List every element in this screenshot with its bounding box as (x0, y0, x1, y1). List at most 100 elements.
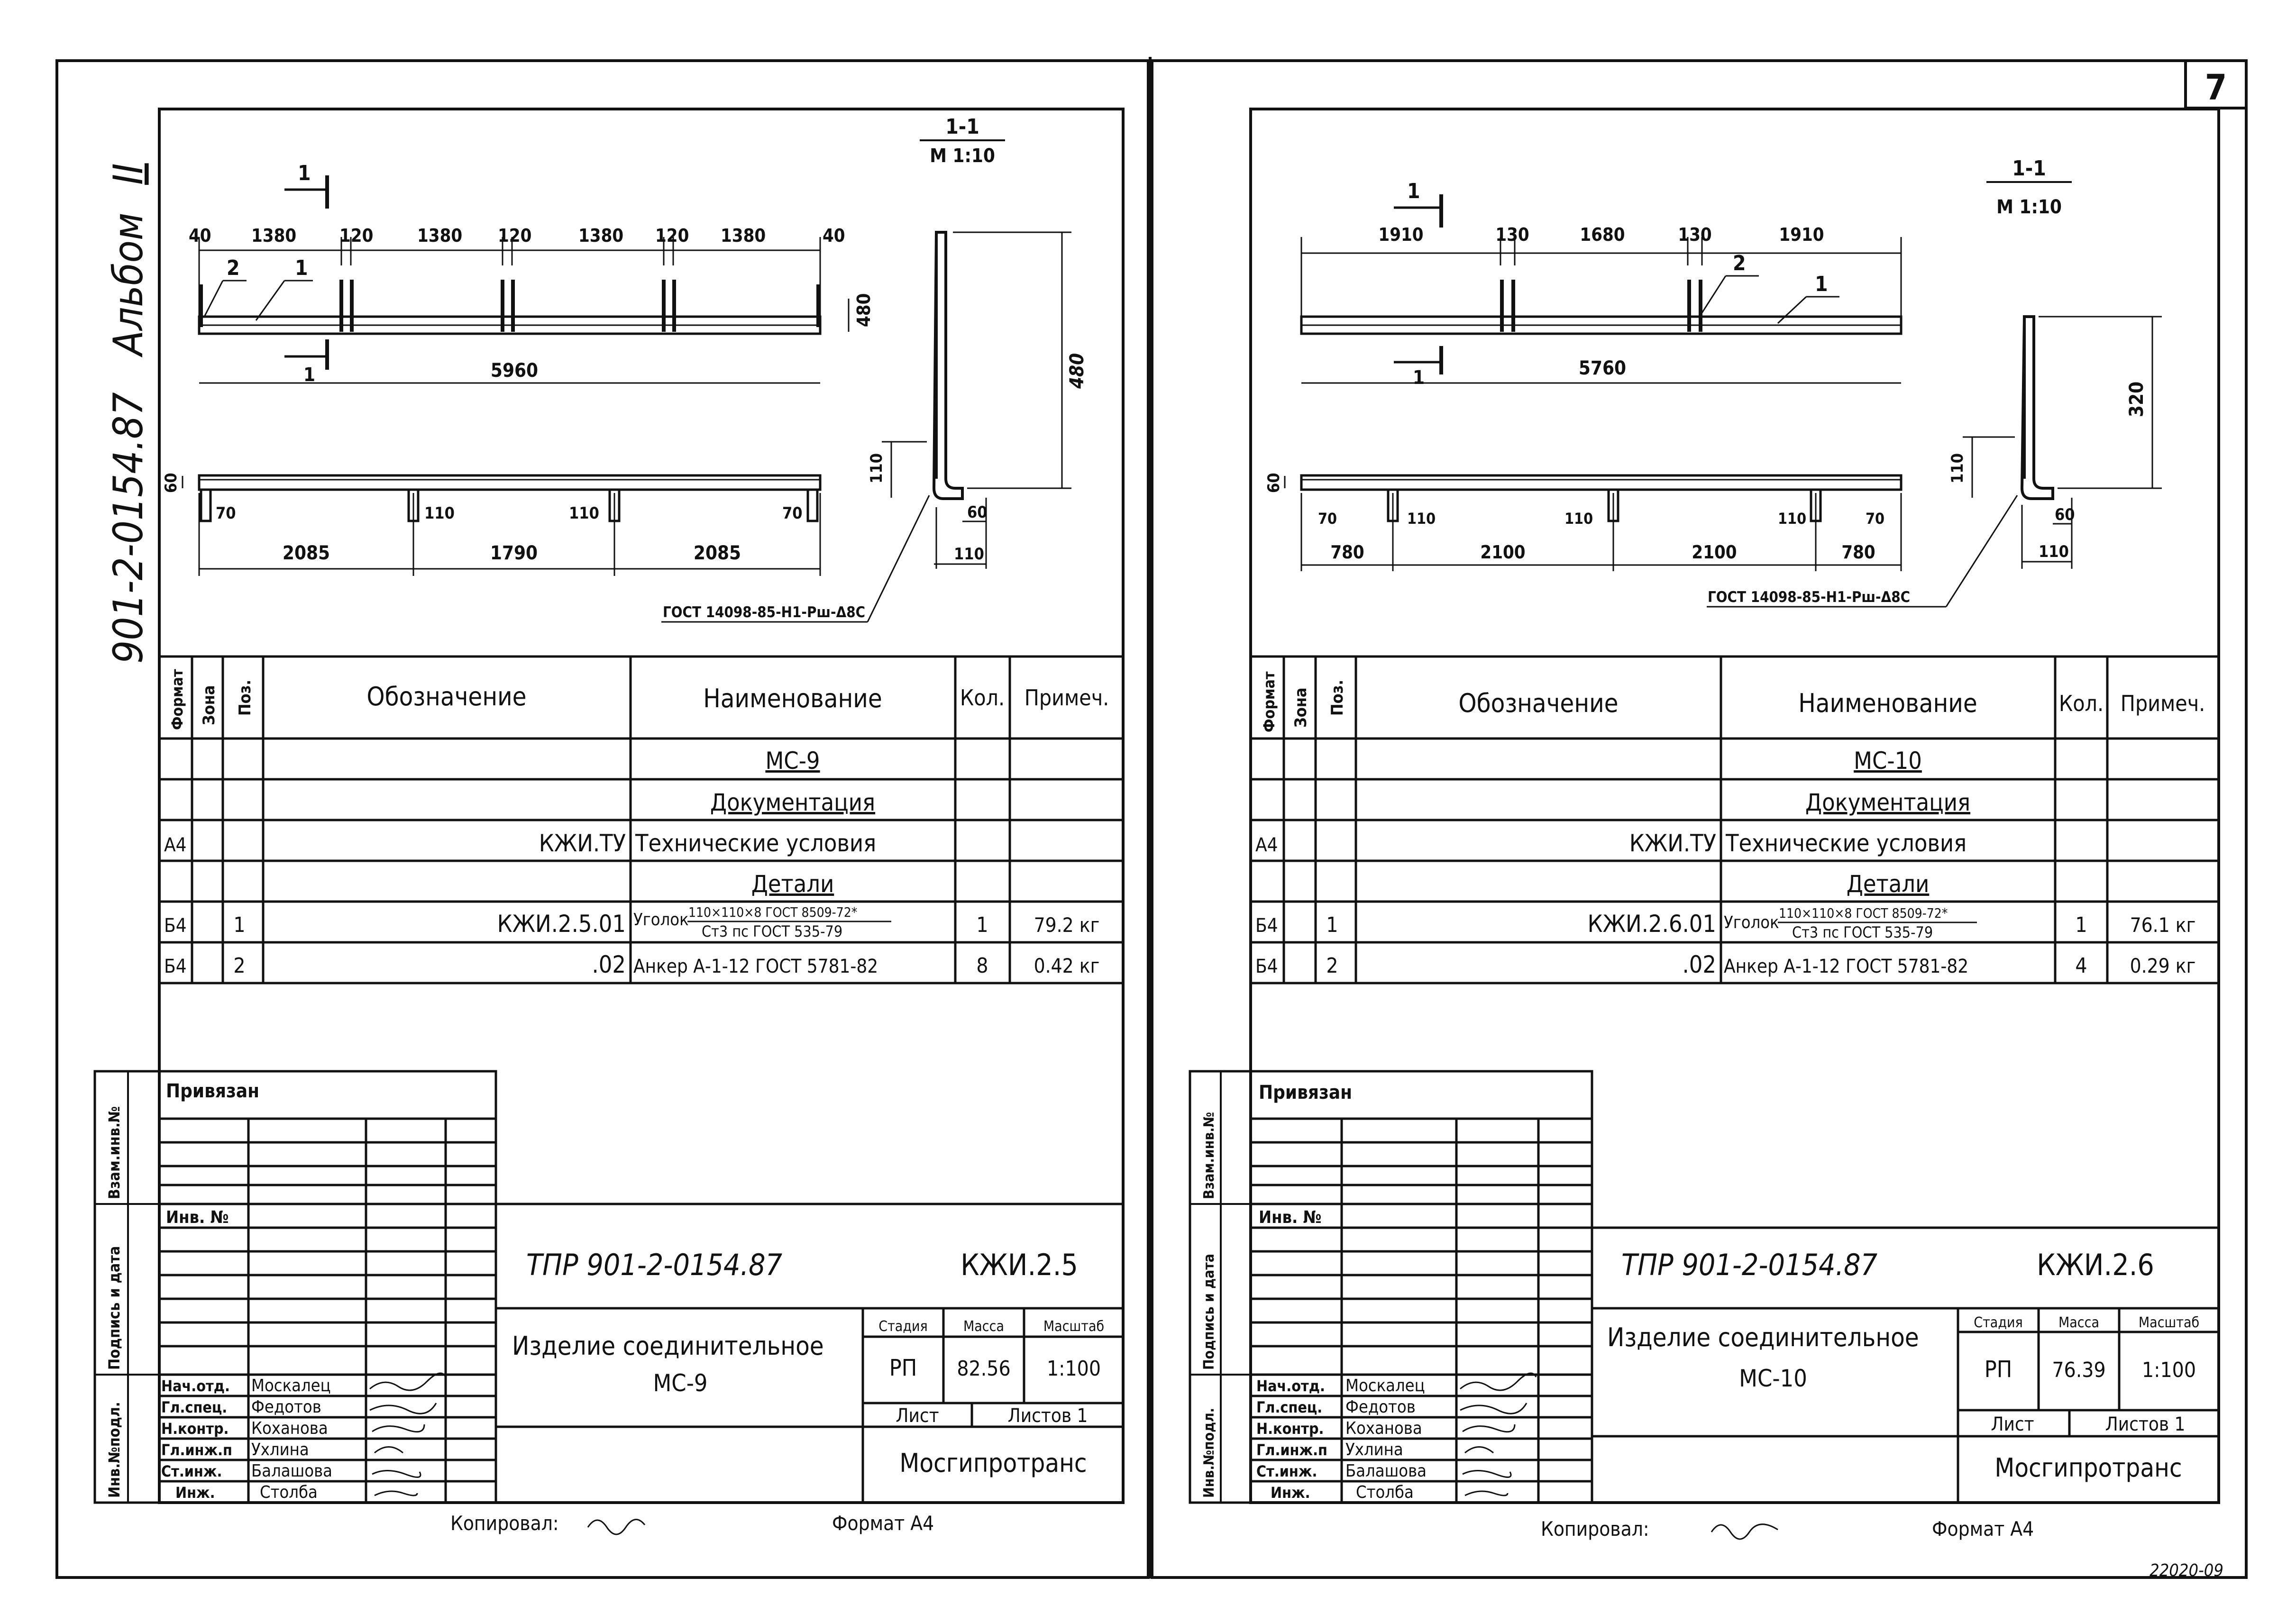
row2-name-r: Анкер А-1-12 ГОСТ 5781-82 (1724, 956, 1968, 977)
tb-role-4: Гл.инж.п (161, 1441, 232, 1459)
tb-format: Формат А4 (832, 1512, 934, 1535)
tb-scale-label-r: Масштаб (2139, 1314, 2199, 1331)
anchors-plan-r (1500, 280, 1702, 332)
row-docs-format: А4 (164, 834, 187, 856)
page-number: 7 (2205, 67, 2227, 108)
th-designation: Обозначение (366, 682, 526, 711)
row2-designation: .02 (592, 951, 626, 978)
plan-dim-5: 120 (498, 225, 531, 246)
tb-inv-no: Инв. № (166, 1208, 229, 1227)
th-designation-r: Обозначение (1458, 688, 1618, 718)
angle-elev-body (198, 474, 822, 491)
plan-dim-9: 40 (823, 225, 845, 246)
tb-linked: Привязан (166, 1080, 259, 1102)
weld-leader-r (1945, 495, 2018, 607)
plan-dim-4: 1380 (417, 225, 462, 246)
section-view-mc10: 320 110 60 110 ГОСТ 14098-85-Н1-Рш-Δ8С (1707, 315, 2162, 608)
plan-height-value: 480 (853, 293, 874, 327)
row1-name-top-r: 110×110×8 ГОСТ 8509-72* (1779, 905, 1948, 921)
archive-stamp: 22020-09 (2150, 1561, 2223, 1580)
section-label-mc10: 1-1 (2012, 156, 2046, 181)
overall-length-value: 5960 (491, 360, 538, 382)
tb-role-1: Нач.отд. (161, 1377, 230, 1395)
tb-sheet-code-r: КЖИ.2.6 (2037, 1248, 2154, 1282)
tb-role-r-6: Инж. (1271, 1484, 1310, 1502)
row1-pos-r: 1 (1326, 913, 1338, 937)
row-docs-designation: КЖИ.ТУ (539, 830, 626, 857)
plan-view-mc9: 1 40 1380 120 1380 120 1380 120 1380 40 … (189, 161, 874, 386)
plan-dim-6: 1380 (578, 225, 623, 246)
tb-name-r-3: Коханова (1345, 1419, 1422, 1438)
row1-format-r: Б4 (1255, 915, 1278, 937)
tb-role-r-5: Ст.инж. (1256, 1462, 1317, 1480)
elev-top-dim-r-5: 70 (1866, 510, 1884, 528)
tb-inv-no-r: Инв. № (1259, 1208, 1322, 1227)
tb-stage-label-r: Стадия (1974, 1314, 2023, 1331)
elev-ext-lines-r (1300, 493, 1902, 571)
row2-qty: 8 (976, 954, 988, 978)
inner-frame-mc10 (1249, 108, 2220, 1504)
weld-leader (867, 495, 930, 622)
tb-mass-label: Масса (963, 1318, 1004, 1335)
th-pos-r: Поз. (1328, 680, 1347, 716)
copied-signature-r (1711, 1523, 1778, 1540)
elev-bottom-dim-r-1: 780 (1330, 542, 1364, 563)
tb-role-6: Инж. (175, 1484, 215, 1502)
side-strip-replace-r: Взам.инв.№ (1201, 1112, 1217, 1199)
row1-name-top: 110×110×8 ГОСТ 8509-72* (688, 904, 857, 920)
spec-grid (159, 655, 1123, 985)
tb-sheet-label-r: Лист (1991, 1413, 2034, 1435)
row1-name-prefix-r: Уголок (1724, 913, 1779, 932)
tb-role-r-3: Н.контр. (1256, 1420, 1324, 1438)
row1-name-bottom-r: Ст3 пс ГОСТ 535-79 (1792, 923, 1933, 941)
plan-dim-r-4: 130 (1678, 224, 1711, 245)
plan-dim-r-1: 1910 (1378, 224, 1423, 245)
section-width-b: 110 (954, 545, 984, 564)
row1-pos: 1 (233, 913, 245, 937)
th-zone-r: Зона (1291, 687, 1310, 728)
tb-org-r: Мосгипротранс (1994, 1453, 2182, 1483)
plan-dim-1: 40 (189, 225, 211, 246)
tb-name-3: Коханова (251, 1419, 328, 1438)
tb-scale-label: Масштаб (1043, 1318, 1104, 1335)
elev-top-dim-1: 70 (216, 504, 236, 523)
side-strip-sign-r: Подпись и дата (1201, 1254, 1217, 1370)
cut-mark-bottom: 1 (303, 364, 315, 386)
th-note: Примеч. (1025, 685, 1109, 711)
section-angle-shape (932, 231, 964, 500)
callout-r-2-leader (1701, 275, 1727, 313)
spec-table-mc9: Формат Зона Поз. Обозначение Наименовани… (159, 655, 1123, 985)
cut-mark-bottom-r: 1 (1413, 367, 1425, 389)
tb-sheets-label-r: Листов 1 (2105, 1413, 2186, 1435)
album-code: 901-2-0154.87 (105, 392, 152, 664)
section-label-mc9: 1-1 (945, 115, 979, 139)
section-scale-mc10: М 1:10 (1996, 196, 2062, 218)
elev-top-dim-3: 110 (569, 504, 599, 523)
anchors-plan (199, 280, 820, 332)
th-format-r: Формат (1260, 671, 1278, 732)
tb-sheet-label: Лист (896, 1405, 939, 1427)
callout-r-1: 1 (1815, 272, 1828, 296)
section-width-a-r: 60 (2055, 505, 2075, 524)
row-docs-format-r: А4 (1255, 834, 1278, 856)
elev-top-dim-r-3: 110 (1564, 510, 1593, 528)
plan-dim-8: 1380 (721, 225, 766, 246)
row2-name: Анкер А-1-12 ГОСТ 5781-82 (633, 956, 878, 977)
side-strip-mc10: Инв.№подл. Подпись и дата Взам.инв.№ (1189, 1070, 1252, 1504)
row1-designation-r: КЖИ.2.6.01 (1588, 910, 1716, 938)
row1-name-prefix: Уголок (633, 910, 689, 930)
plan-dim-r-2: 130 (1495, 224, 1529, 245)
elev-bottom-dim-r-2: 2100 (1480, 542, 1525, 563)
row-docs-designation-r: КЖИ.ТУ (1629, 830, 1716, 857)
elevation-view-mc9: 60 70 110 110 70 2085 1790 2085 (162, 473, 822, 576)
section-height-value: 480 (1066, 353, 1088, 389)
anchors-elev (200, 488, 819, 522)
th-zone: Зона (200, 685, 219, 725)
row2-designation-r: .02 (1682, 951, 1716, 978)
tb-doc-code-r: ТПР 901-2-0154.87 (1621, 1248, 1877, 1282)
callout-1: 1 (295, 256, 308, 280)
side-strip-inv-r: Инв.№подл. (1201, 1408, 1217, 1498)
th-qty: Кол. (960, 685, 1005, 711)
plan-view-mc10: 1 1910 130 1680 130 1910 2 1 (1300, 179, 1903, 389)
tb-name-4: Ухлина (251, 1440, 309, 1459)
